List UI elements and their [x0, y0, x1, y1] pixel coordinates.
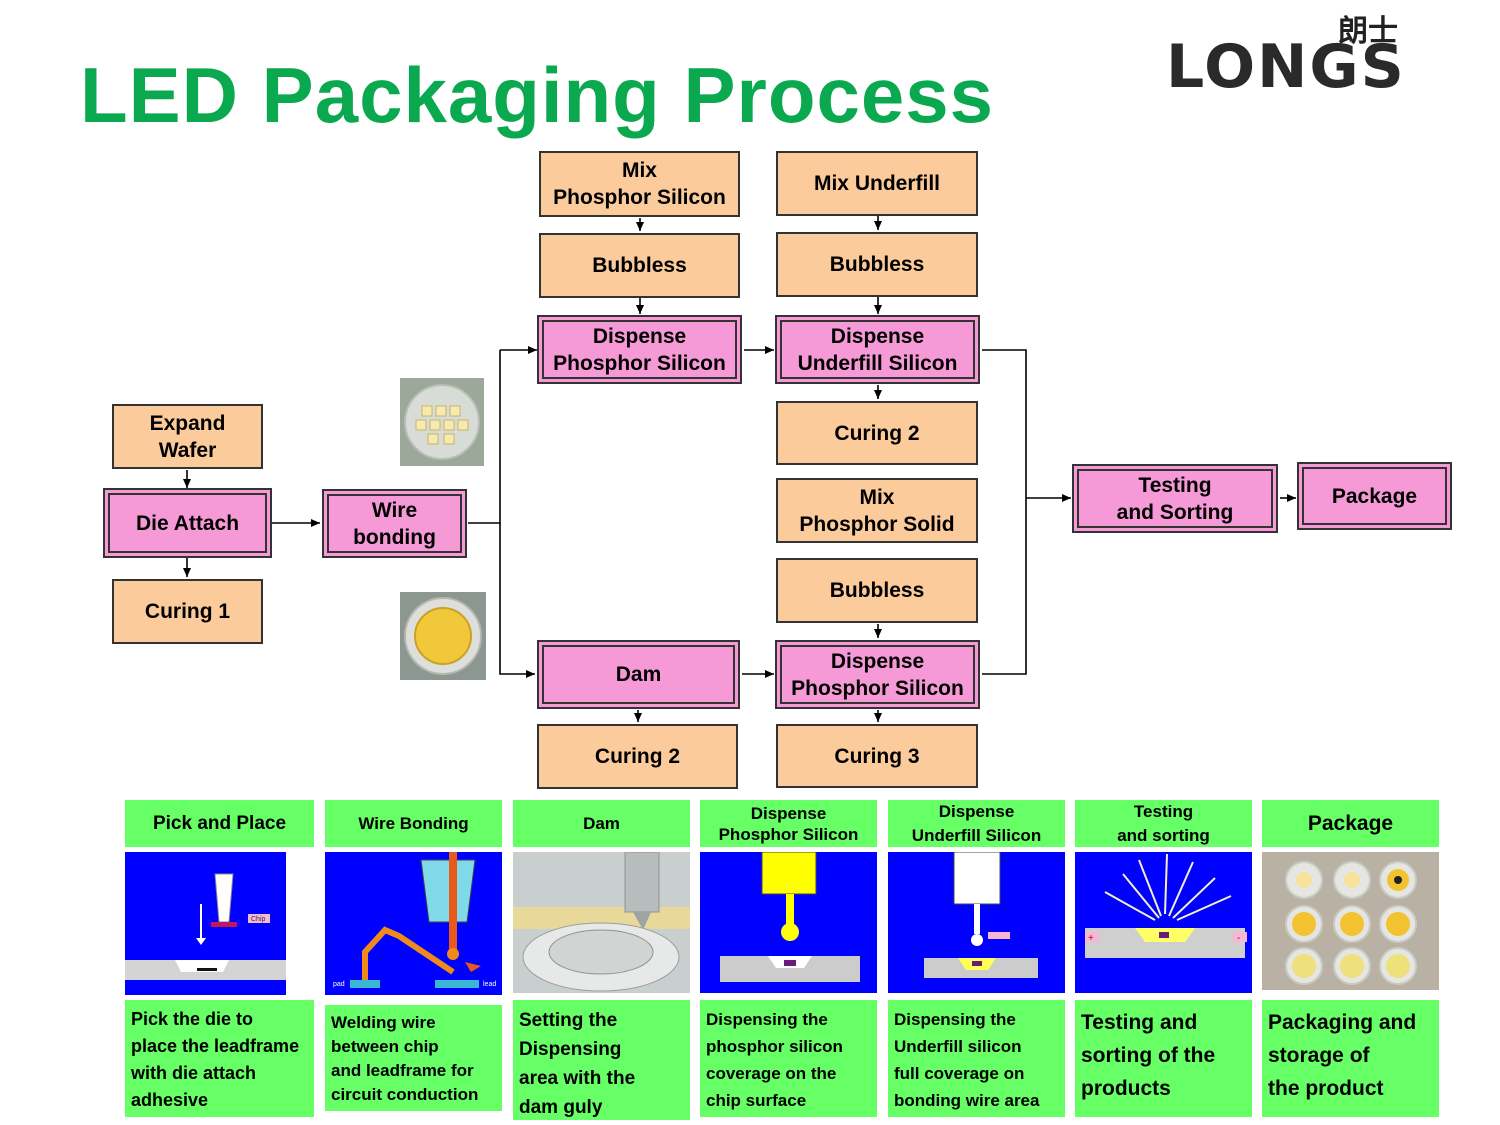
illustration-pick-and-place: Chip: [125, 852, 286, 995]
minus-label: -: [1237, 933, 1240, 944]
box-bubbless-b: Bubbless: [776, 232, 978, 297]
caption-dispense-underfill: Dispense Underfill Silicon: [888, 800, 1065, 847]
page-title: LED Packaging Process: [80, 51, 995, 139]
illustration-testing-sorting: + -: [1075, 852, 1252, 993]
caption-testing-sorting: Testing and sorting: [1075, 800, 1252, 847]
box-mix-phosphor-solid: Mix Phosphor Solid: [776, 478, 978, 543]
box-dam: Dam: [542, 645, 735, 704]
box-dispense-phosphor-silicon-b: Dispense Phosphor Silicon: [780, 645, 975, 704]
box-curing-2-b: Curing 2: [776, 401, 978, 465]
box-bubbless-c: Bubbless: [776, 558, 978, 623]
led-cob-thumbnail-bottom: [400, 592, 486, 680]
illustration-dam: [513, 852, 690, 993]
box-bubbless-a: Bubbless: [539, 233, 740, 298]
box-wire-bonding: Wire bonding: [327, 494, 462, 553]
chip-label: Chip: [251, 916, 266, 923]
box-mix-underfill: Mix Underfill: [776, 151, 978, 216]
merge-line-top: [982, 349, 1027, 675]
pad-label: pad: [333, 981, 345, 988]
desc-dam: Setting the Dispensing area with the dam…: [513, 1000, 690, 1120]
illustration-wire-bonding: pad lead: [325, 852, 502, 995]
box-dispense-underfill: Dispense Underfill Silicon: [780, 320, 975, 379]
box-curing-3: Curing 3: [776, 724, 978, 788]
lead-label: lead: [483, 981, 496, 988]
logo-chinese: 朗士: [1338, 14, 1398, 49]
box-curing-2-a: Curing 2: [537, 724, 738, 789]
box-dispense-phosphor-silicon-a: Dispense Phosphor Silicon: [542, 320, 737, 379]
desc-package: Packaging and storage of the product: [1262, 1000, 1439, 1117]
box-curing-1: Curing 1: [112, 579, 263, 644]
desc-pick-and-place: Pick the die to place the leadframe with…: [125, 1000, 314, 1117]
box-package: Package: [1302, 467, 1447, 525]
flow-connectors: [183, 216, 1296, 722]
box-mix-phosphor-silicon: Mix Phosphor Silicon: [539, 151, 740, 217]
caption-dispense-phosphor: Dispense Phosphor Silicon: [700, 800, 877, 847]
illustration-dispense-underfill: [888, 852, 1065, 993]
box-testing-sorting: Testing and Sorting: [1077, 469, 1273, 528]
caption-pick-and-place: Pick and Place: [125, 800, 314, 847]
led-board-thumbnail-top: [400, 378, 484, 466]
desc-dispense-phosphor: Dispensing the phosphor silicon coverage…: [700, 1000, 877, 1117]
arrow-to-dam: [499, 523, 535, 678]
desc-wire-bonding: Welding wire between chip and leadframe …: [325, 1005, 502, 1111]
caption-wire-bonding: Wire Bonding: [325, 800, 502, 847]
box-die-attach: Die Attach: [108, 493, 267, 553]
desc-testing-sorting: Testing and sorting of the products: [1075, 1000, 1252, 1117]
illustration-package: [1262, 852, 1439, 990]
caption-package: Package: [1262, 800, 1439, 847]
desc-dispense-underfill: Dispensing the Underfill silicon full co…: [888, 1000, 1065, 1117]
box-expand-wafer: Expand Wafer: [112, 404, 263, 469]
caption-dam: Dam: [513, 800, 690, 847]
illustration-dispense-phosphor: [700, 852, 877, 993]
logo: LONGS: [1166, 32, 1406, 102]
plus-label: +: [1088, 933, 1094, 944]
